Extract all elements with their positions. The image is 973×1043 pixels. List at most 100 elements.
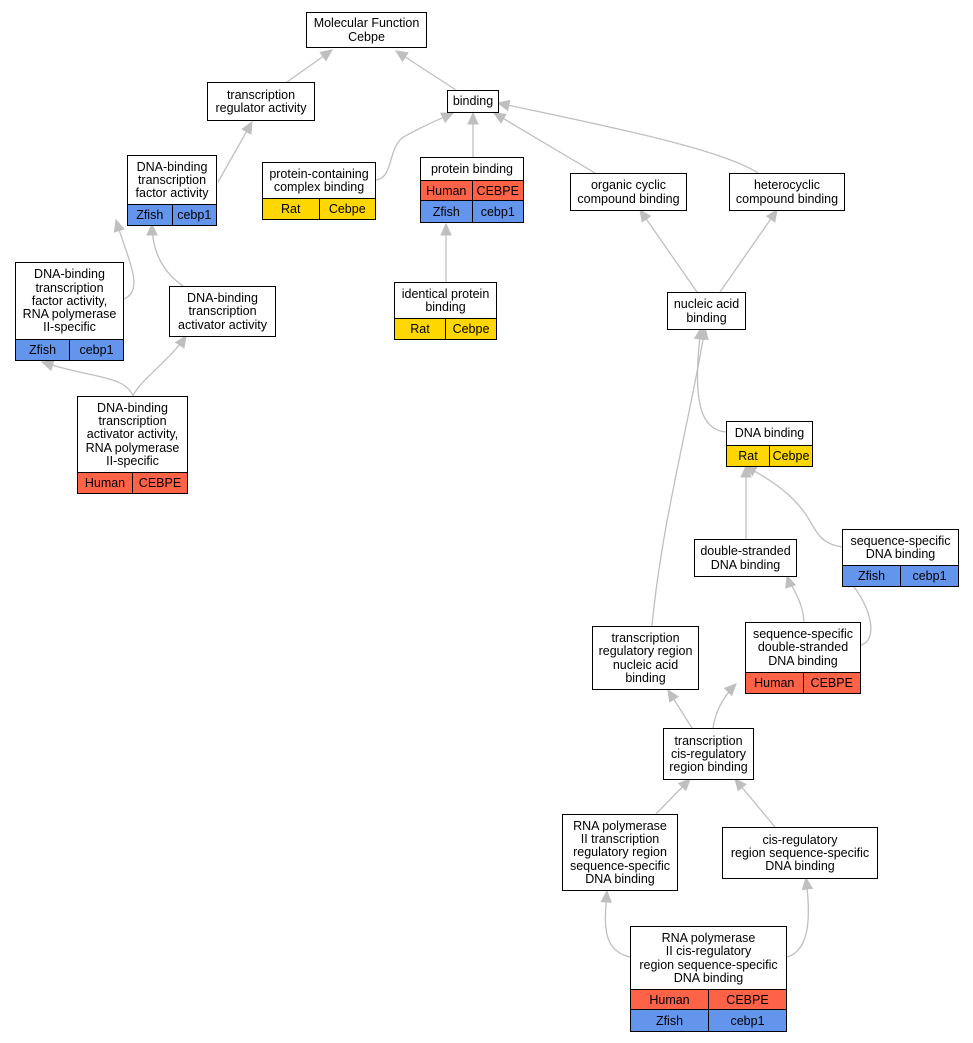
- go-term-molecular-function[interactable]: Molecular Function Cebpe: [306, 12, 427, 48]
- go-term-label: protein-containing complex binding: [269, 166, 369, 194]
- species-cell: Rat: [726, 445, 770, 467]
- edge-dna-binding-tf-activator-activity-rnap2-to-dna-binding-tf-activator-activity: [132, 334, 187, 397]
- go-term-label: heterocyclic compound binding: [735, 178, 839, 206]
- species-cell: Zfish: [15, 339, 70, 361]
- species-cell: Human: [630, 989, 709, 1011]
- gene-cell: cebp1: [69, 339, 124, 361]
- species-cell: Zfish: [420, 200, 473, 223]
- edge-cis-regulatory-region-ss-dna-binding-to-tr-cis-regulatory-region-binding: [734, 778, 776, 828]
- species-cell: Human: [77, 472, 133, 494]
- arrowhead: [40, 360, 55, 372]
- arrowhead: [146, 222, 158, 236]
- gene-cell: CEBPE: [132, 472, 188, 494]
- arrowhead: [765, 209, 778, 223]
- go-term-rnap2-cis-regulatory-region-ss-dna-binding[interactable]: RNA polymerase II cis-regulatory region …: [630, 926, 787, 1032]
- go-term-label: nucleic acid binding: [673, 297, 740, 325]
- go-term-dna-binding-tf-activity-rnap2[interactable]: DNA-binding transcription factor activit…: [15, 262, 124, 361]
- edge-protein-binding-to-binding: [467, 111, 479, 157]
- edge-double-stranded-dna-binding-to-dna-binding: [740, 464, 752, 539]
- go-term-dna-binding-tf-activator-activity[interactable]: DNA-binding transcription activator acti…: [169, 286, 276, 337]
- edge-dna-binding-tf-activator-activity-to-dna-binding-tf-activity: [146, 222, 184, 287]
- go-term-transcription-regulator-activity[interactable]: transcription regulator activity: [207, 82, 315, 121]
- gene-cell: cebp1: [900, 565, 959, 587]
- arrowhead: [639, 209, 652, 223]
- edge-heterocyclic-compound-binding-to-binding: [496, 99, 759, 174]
- go-term-heterocyclic-compound-binding[interactable]: heterocyclic compound binding: [729, 173, 845, 211]
- edge-tr-cis-regulatory-region-binding-to-tr-regulatory-region-nucleic-acid-binding: [667, 688, 693, 729]
- arrowhead: [723, 683, 737, 697]
- edge-protein-containing-complex-binding-to-binding: [375, 112, 455, 181]
- gene-cell: CEBPE: [802, 672, 861, 694]
- arrowhead: [600, 889, 612, 903]
- edge-dna-binding-to-nucleic-acid-binding: [693, 326, 727, 433]
- go-term-label: protein binding: [430, 161, 513, 176]
- go-term-label: DNA-binding transcription factor activit…: [22, 267, 117, 335]
- go-term-label: identical protein binding: [401, 286, 490, 314]
- go-term-label: transcription regulator activity: [215, 87, 307, 115]
- go-term-label: sequence-specific double-stranded DNA bi…: [752, 627, 854, 668]
- go-term-sequence-specific-ds-dna-binding[interactable]: sequence-specific double-stranded DNA bi…: [745, 622, 861, 694]
- species-cell: Human: [745, 672, 804, 694]
- arrowhead: [496, 99, 511, 112]
- gene-cell: CEBPE: [708, 989, 787, 1011]
- species-cell: Zfish: [127, 204, 173, 226]
- go-term-label: DNA binding: [734, 426, 805, 441]
- go-term-label: transcription regulatory region nucleic …: [598, 630, 693, 685]
- go-term-tr-regulatory-region-nucleic-acid-binding[interactable]: transcription regulatory region nucleic …: [592, 626, 699, 690]
- go-term-binding[interactable]: binding: [447, 90, 499, 113]
- edge-identical-protein-binding-to-protein-binding: [440, 222, 452, 282]
- go-term-label: DNA-binding transcription activator acti…: [178, 291, 267, 332]
- species-cell: Human: [420, 180, 473, 202]
- arrowhead: [394, 50, 409, 63]
- gene-cell: Cebpe: [318, 198, 376, 220]
- edge-rnap2-cis-regulatory-region-ss-dna-binding-to-rnap2-tr-regulatory-region-ss-dna-binding: [600, 889, 631, 958]
- edge-sequence-specific-ds-dna-binding-to-double-stranded-dna-binding: [785, 574, 805, 623]
- go-term-double-stranded-dna-binding[interactable]: double-stranded DNA binding: [694, 539, 797, 577]
- arrowhead: [467, 111, 479, 125]
- edge-nucleic-acid-binding-to-organic-cyclic-compound-binding: [639, 209, 698, 293]
- edge-dna-binding-tf-activity-to-transcription-regulator-activity: [217, 120, 253, 183]
- go-term-label: transcription cis-regulatory region bind…: [669, 733, 748, 775]
- go-term-dna-binding-tf-activity[interactable]: DNA-binding transcription factor activit…: [127, 155, 217, 226]
- go-term-dna-binding-tf-activator-activity-rnap2[interactable]: DNA-binding transcription activator acti…: [77, 396, 188, 494]
- arrowhead: [801, 876, 814, 891]
- gene-cell: cebp1: [471, 200, 524, 223]
- edge-rnap2-cis-regulatory-region-ss-dna-binding-to-cis-regulatory-region-ss-dna-binding: [786, 876, 814, 958]
- gene-cell: CEBPE: [471, 180, 524, 202]
- edge-nucleic-acid-binding-to-heterocyclic-compound-binding: [719, 209, 778, 293]
- species-cell: Zfish: [842, 565, 901, 587]
- arrowhead: [785, 574, 797, 589]
- go-term-rnap2-tr-regulatory-region-ss-dna-binding[interactable]: RNA polymerase II transcription regulato…: [562, 814, 678, 891]
- go-term-label: cis-regulatory region sequence-specific …: [730, 832, 870, 874]
- go-term-cis-regulatory-region-ss-dna-binding[interactable]: cis-regulatory region sequence-specific …: [722, 827, 878, 879]
- go-term-nucleic-acid-binding[interactable]: nucleic acid binding: [667, 292, 746, 330]
- go-term-label: Molecular Function Cebpe: [313, 16, 420, 44]
- species-cell: Zfish: [630, 1009, 709, 1032]
- go-term-organic-cyclic-compound-binding[interactable]: organic cyclic compound binding: [570, 173, 687, 211]
- arrowhead: [440, 112, 455, 124]
- go-term-label: binding: [452, 94, 494, 109]
- arrowhead: [667, 688, 680, 703]
- arrowhead: [677, 778, 691, 792]
- edge-transcription-regulator-activity-to-molecular-function: [286, 49, 333, 83]
- edge-tr-cis-regulatory-region-binding-to-sequence-specific-ds-dna-binding: [712, 683, 737, 729]
- edge-dna-binding-tf-activity-rnap2-to-dna-binding-tf-activity: [113, 218, 135, 300]
- species-cell: Rat: [262, 198, 320, 220]
- go-term-tr-cis-regulatory-region-binding[interactable]: transcription cis-regulatory region bind…: [663, 728, 754, 780]
- go-term-label: RNA polymerase II cis-regulatory region …: [639, 930, 778, 985]
- go-term-label: RNA polymerase II transcription regulato…: [569, 818, 671, 886]
